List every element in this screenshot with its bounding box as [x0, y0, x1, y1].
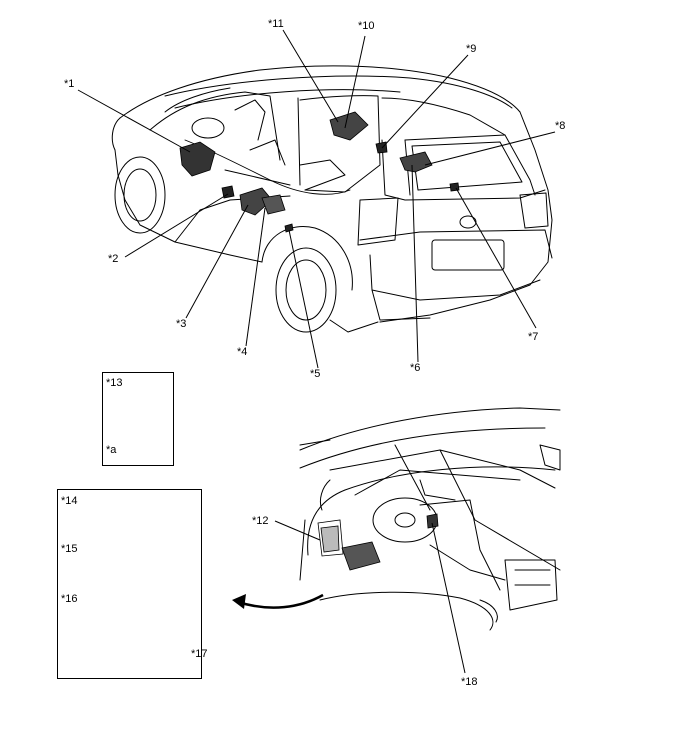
callout-12: *12 [252, 515, 269, 527]
inset-box-14 [57, 489, 202, 679]
callout-9: *9 [466, 43, 477, 55]
callout-13: *13 [106, 377, 123, 389]
callout-1: *1 [64, 78, 75, 90]
callout-8: *8 [555, 120, 566, 132]
callout-2: *2 [108, 253, 119, 265]
callout-5: *5 [310, 368, 321, 380]
callout-11: *11 [268, 18, 284, 30]
inset-box-13 [102, 372, 174, 466]
callout-3: *3 [176, 318, 187, 330]
callout-16: *16 [61, 593, 78, 605]
inset-note-a: *a [106, 444, 117, 456]
callout-4: *4 [237, 346, 248, 358]
callout-18: *18 [461, 676, 478, 688]
callout-15: *15 [61, 543, 78, 555]
callout-17: *17 [191, 648, 208, 660]
callout-7: *7 [528, 331, 539, 343]
callout-6: *6 [410, 362, 421, 374]
callout-10: *10 [358, 20, 375, 32]
callout-14: *14 [61, 495, 78, 507]
